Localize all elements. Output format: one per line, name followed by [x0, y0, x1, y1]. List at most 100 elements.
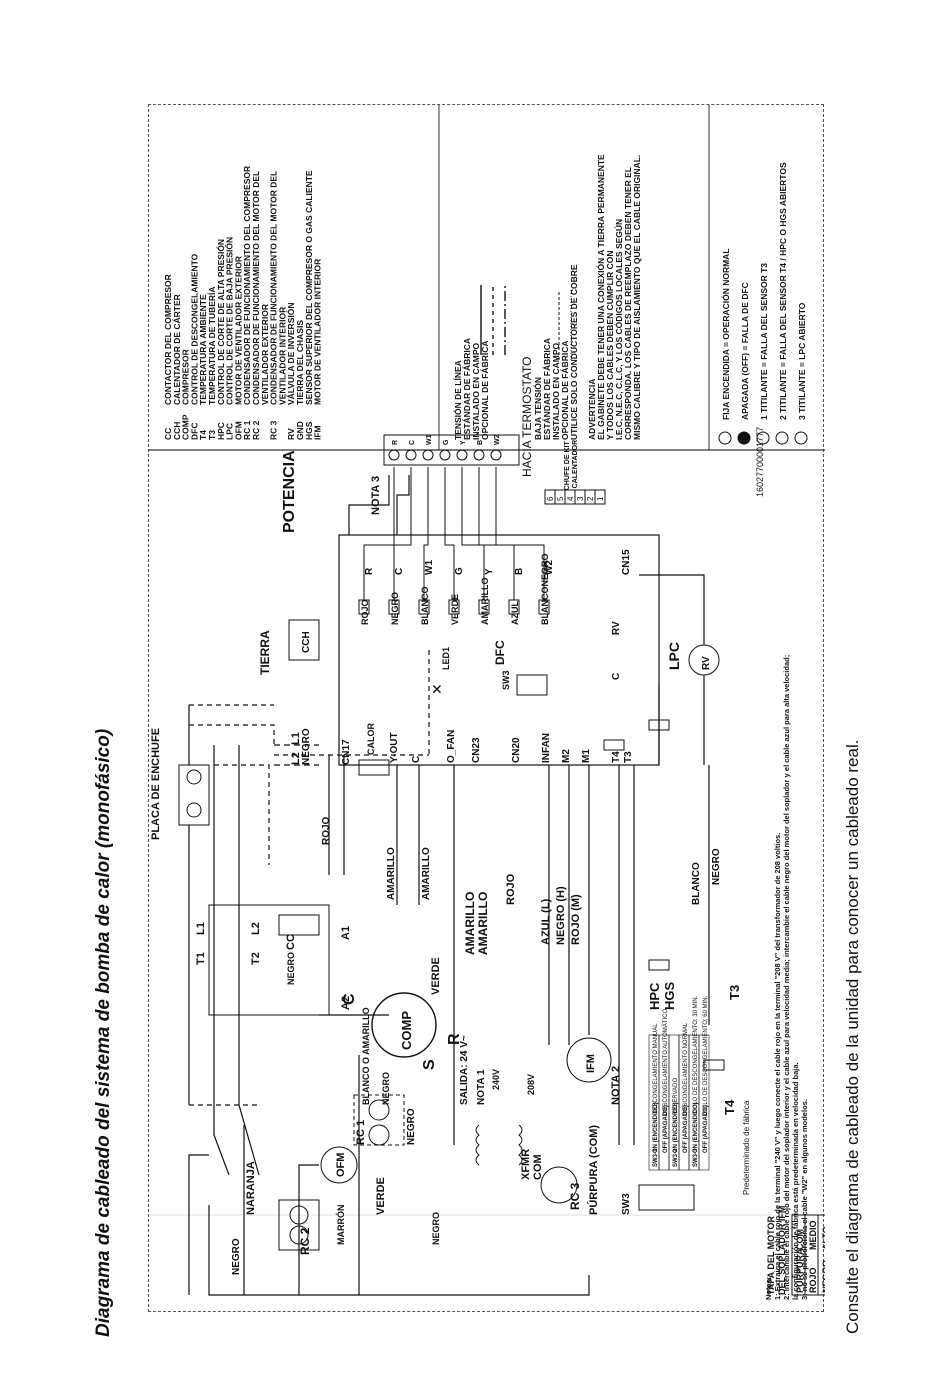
- note-line: 2: Intercambie el cable rojo del motor d…: [782, 655, 791, 1300]
- note2-label: NOTA 2: [610, 1066, 622, 1105]
- dfc-thermostat-wire: [495, 467, 545, 600]
- cn20-label: CN20: [511, 737, 522, 763]
- wire-color-labels: NEGRO NARANJA MARRÓN VERDE NEGRO NEGRO N…: [231, 728, 722, 1275]
- thermostat-terminal-g: G: [443, 439, 450, 445]
- thermostat-screw-terminal: [456, 449, 468, 461]
- infan-label: INFAN: [541, 733, 552, 763]
- ifm-wire-color: PÚRPURA: [794, 1248, 805, 1293]
- cn15-label: CN15: [621, 549, 632, 575]
- low-voltage-text: BAJA TENSIÓN: [532, 377, 543, 440]
- ifm-speed: ALTO: [821, 1226, 825, 1250]
- legend-desc: CONDENSADOR DE FUNCIONAMIENTO DEL MOTOR …: [269, 171, 279, 405]
- legend-desc: CONTROL DE CORTE DE BAJA PRESIÓN: [224, 237, 235, 405]
- line-voltage-text: INSTALADO EN CAMPO: [471, 342, 481, 440]
- hpc-label: HPC: [647, 982, 662, 1010]
- transformer: XFMR COM SALIDA: 24 V~ NOTA 1 240V 208V: [459, 1035, 544, 1180]
- low-voltage-text: UTILICE SOLO CONDUCTORES DE COBRE: [569, 264, 579, 440]
- thermostat-terminal-r: R: [392, 440, 399, 445]
- defrost-control-board: DFC LED1 ✕ SW3 CALOR CN17 C Y-OUT O_FAN …: [338, 534, 720, 776]
- footer-note: Consulte el diagrama de cableado de la u…: [843, 739, 862, 1334]
- sw3-description: DESCONGELAMIENTO AUTOMÁTICO: [662, 1009, 669, 1115]
- legend-code: HPC: [216, 422, 226, 440]
- sw3-state: ON (ENCENDIDO): [673, 1102, 679, 1153]
- warning-line: CORRESPONDA. LOS CABLES DE REEMPLAZO DEB…: [623, 167, 633, 440]
- ifm-wire-color: NEGRO: [821, 1260, 825, 1293]
- wire-blanco: BLANCO: [691, 862, 702, 905]
- hgs-label: HGS: [662, 982, 677, 1011]
- dfc-thermostat-wire: [363, 467, 395, 600]
- dfc-wire-color: BLANCO: [420, 587, 430, 626]
- power-heading: POTENCIA: [281, 450, 298, 533]
- wire-negro-6: NEGRO: [301, 728, 312, 765]
- wire-negro-3: NEGRO: [381, 1072, 391, 1105]
- dfc-terminal-y: Y: [484, 568, 495, 575]
- led-code-text: 1 TITILANTE = FALLA DEL SENSOR T3: [759, 263, 769, 420]
- note1-label: NOTA 1: [476, 1069, 487, 1105]
- legend-desc: CONTROL DE CORTE DE ALTA PRESIÓN: [215, 239, 226, 405]
- legend-code: RC 2: [251, 420, 261, 440]
- thermostat-heading: HACIA TERMOSTATO: [520, 357, 534, 477]
- led1-label: LED1: [441, 647, 451, 670]
- thermostat-terminal-w1: W1: [426, 434, 433, 445]
- legend-code: RC 3: [269, 420, 279, 440]
- heater-kit-pin: [594, 489, 606, 505]
- thermostat-terminal-w2: W2: [494, 434, 501, 445]
- sw3-switch-id: SW3-1: [653, 1148, 659, 1167]
- thermostat-terminal-c: C: [409, 440, 416, 445]
- contactor-l1: L1: [195, 922, 207, 935]
- ifm-table-heading-2: DEL SOPLADOR IFM: [777, 1206, 787, 1295]
- heater-kit-heading-1: ENCHUFE DE KIT: [564, 441, 571, 500]
- legend-code: RC 1: [242, 420, 252, 440]
- contactor-l2: L2: [250, 922, 262, 935]
- legend-desc: CONTACTOR DEL COMPRESOR: [163, 274, 173, 405]
- legend-code: COMP: [181, 414, 191, 440]
- legend-desc: TEMPERATURA DE TUBERÍA: [207, 286, 217, 405]
- dfc-thermostat-wire: [423, 467, 429, 600]
- sw3-description: CICLO DE DESCONGELAMIENTO: 60 MIN.: [703, 995, 709, 1115]
- legend-code: GND: [295, 421, 305, 440]
- line-style-samples: [480, 285, 572, 360]
- dfc-rv-label: RV: [611, 621, 622, 635]
- sw3-description: CICLO DE DESCONGELAMIENTO: 30 MIN.: [693, 995, 699, 1115]
- xfmr-output: SALIDA: 24 V~: [459, 1035, 470, 1105]
- legend-desc: SENSOR SUPERIOR DEL COMPRESOR O GAS CALI…: [304, 170, 314, 405]
- dfc-thermostat-wire: [461, 467, 485, 600]
- warning-line: EL GABINETE DEBE TENER UNA CONEXIÓN A TI…: [595, 154, 606, 440]
- legend-desc: VÁLVULA DE INVERSIÓN: [285, 303, 296, 405]
- t3-sensor-label: T3: [727, 985, 742, 1000]
- note-line: Notas:: [764, 1277, 773, 1300]
- wire-amarillo-4: AMARILLO: [476, 892, 490, 955]
- warning-line: I.E.C, N.E.C, C.L.C, Y LOS CÓDIGOS LOCAL…: [613, 219, 624, 440]
- heater-kit-pin-number: 3: [576, 496, 585, 501]
- low-voltage-text: INSTALADO EN CAMPO: [551, 342, 561, 440]
- sw3-switch-id: SW3-3: [693, 1148, 699, 1167]
- ifm-speed: MEDIO: [808, 1220, 818, 1250]
- low-voltage-text: OPCIONAL DE FÁBRICA: [560, 341, 570, 441]
- xfmr-label: XFMR: [520, 1149, 532, 1180]
- ofan-label: O_FAN: [446, 730, 457, 763]
- thermostat-terminal-y: Y: [460, 440, 467, 445]
- run-capacitor-3: RC 3: [540, 1166, 582, 1210]
- m2-label: M2: [561, 749, 572, 763]
- dfc-wire-color: AZUL: [510, 601, 520, 625]
- sw3-default-label: Predeterminado de fábrica: [742, 1100, 751, 1195]
- sw3-description: RESERVADO: [673, 1078, 679, 1115]
- dfc-terminal-w1: W1: [424, 560, 435, 575]
- xfmr-208v: 208V: [526, 1074, 536, 1095]
- line-voltage-text: TENSIÓN DE LÍNEA: [452, 360, 463, 440]
- wire-blanco-amarillo: BLANCO O AMARILLO: [361, 1007, 371, 1105]
- contactor-a1: A1: [340, 926, 352, 940]
- sw3-state: OFF (APAGADO): [663, 1105, 669, 1153]
- dfc-wire-color: NEGRO: [390, 592, 400, 625]
- heater-kit-pin-number: 2: [586, 496, 595, 501]
- legend-desc: CONDENSADOR DE FUNCIONAMIENTO DEL MOTOR …: [251, 171, 261, 405]
- cn23-label: CN23: [471, 737, 482, 763]
- heater-kit-pin-number: 5: [556, 496, 565, 501]
- calor-label: CALOR: [366, 723, 376, 755]
- note-line: 3: no se proporciona el cable "W2" en al…: [800, 1099, 809, 1300]
- thermostat-screw-terminal: [439, 449, 451, 461]
- dfc-wire-color: AMARILLO: [480, 578, 490, 626]
- dfc-wire-color: BLANCONEGRO: [540, 554, 550, 626]
